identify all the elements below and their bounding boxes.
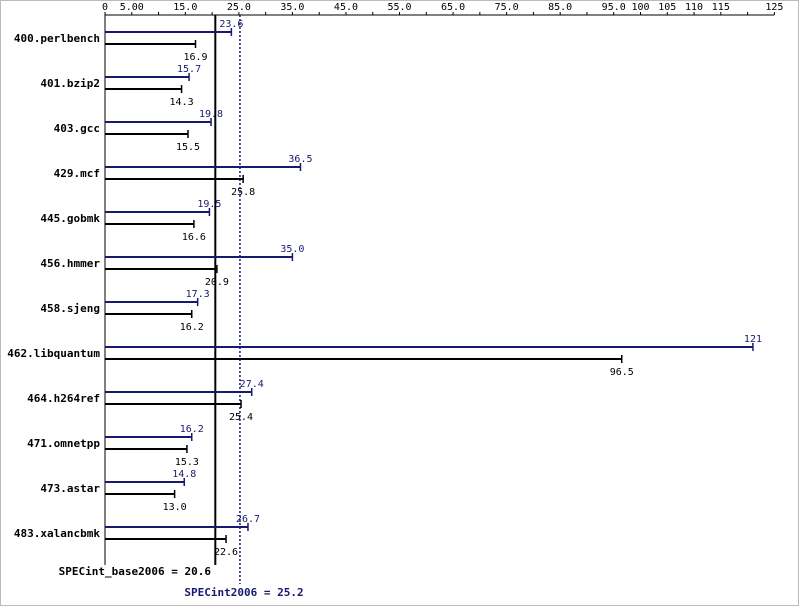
base-value-label: 16.2 bbox=[180, 322, 204, 333]
x-tick-label: 15.0 bbox=[173, 2, 197, 13]
benchmark-label: 483.xalancbmk bbox=[14, 527, 100, 540]
reference-lines bbox=[214, 15, 241, 584]
peak-value-label: 36.5 bbox=[288, 154, 312, 165]
x-tick-label: 105 bbox=[658, 2, 676, 13]
bars bbox=[105, 28, 754, 543]
peak-value-label: 14.8 bbox=[172, 469, 196, 480]
benchmark-label: 471.omnetpp bbox=[27, 437, 100, 450]
base-value-label: 25.8 bbox=[231, 187, 255, 198]
x-tick-label: 45.0 bbox=[334, 2, 358, 13]
x-tick-label: 85.0 bbox=[548, 2, 572, 13]
x-tick-label: 65.0 bbox=[441, 2, 465, 13]
benchmark-label: 401.bzip2 bbox=[40, 77, 100, 90]
peak-value-label: 15.7 bbox=[177, 64, 201, 75]
base-value-label: 13.0 bbox=[163, 502, 187, 513]
base-value-label: 15.5 bbox=[176, 142, 200, 153]
x-axis: 0 5.00 15.0 25.0 35.0 45.0 55.0 65.0 75.0 85.0 95.… bbox=[102, 2, 783, 565]
peak-summary-label: SPECint2006 = 25.2 bbox=[184, 586, 303, 599]
x-tick-label: 25.0 bbox=[227, 2, 251, 13]
x-tick-label: 125 bbox=[765, 2, 783, 13]
base-summary-label: SPECint_base2006 = 20.6 bbox=[59, 565, 212, 578]
x-tick-label: 75.0 bbox=[495, 2, 519, 13]
base-value-label: 15.3 bbox=[175, 457, 199, 468]
base-value-label: 22.6 bbox=[214, 547, 238, 558]
peak-value-label: 16.2 bbox=[180, 424, 204, 435]
x-tick-label: 55.0 bbox=[387, 2, 411, 13]
benchmark-label: 445.gobmk bbox=[40, 212, 100, 225]
benchmark-label: 464.h264ref bbox=[27, 392, 100, 405]
peak-value-label: 26.7 bbox=[236, 514, 260, 525]
x-tick-label: 110 bbox=[685, 2, 703, 13]
peak-value-label: 19.5 bbox=[197, 199, 221, 210]
x-tick-label: 100 bbox=[631, 2, 649, 13]
benchmark-label: 462.libquantum bbox=[7, 347, 100, 360]
benchmark-label: 403.gcc bbox=[54, 122, 100, 135]
labels: 400.perlbench 23.6 16.9 401.bzip2 15.7 14.3 40… bbox=[7, 19, 762, 558]
benchmark-label: 456.hmmer bbox=[40, 257, 100, 270]
peak-value-label: 23.6 bbox=[219, 19, 243, 30]
x-tick-label: 35.0 bbox=[280, 2, 304, 13]
base-value-label: 14.3 bbox=[170, 97, 194, 108]
base-value-label: 25.4 bbox=[229, 412, 253, 423]
base-value-label: 16.6 bbox=[182, 232, 206, 243]
peak-value-label: 121 bbox=[744, 334, 762, 345]
base-value-label: 16.9 bbox=[183, 52, 207, 63]
x-tick-label: 0 bbox=[102, 2, 108, 13]
base-value-label: 96.5 bbox=[610, 367, 634, 378]
peak-value-label: 17.3 bbox=[186, 289, 210, 300]
benchmark-label: 429.mcf bbox=[54, 167, 100, 180]
peak-value-label: 27.4 bbox=[240, 379, 264, 390]
x-tick-label: 5.00 bbox=[120, 2, 144, 13]
benchmark-label: 458.sjeng bbox=[40, 302, 100, 315]
x-tick-label: 95.0 bbox=[602, 2, 626, 13]
peak-value-label: 19.8 bbox=[199, 109, 223, 120]
base-value-label: 20.9 bbox=[205, 277, 229, 288]
peak-value-label: 35.0 bbox=[280, 244, 304, 255]
x-tick-label: 115 bbox=[712, 2, 730, 13]
benchmark-label: 400.perlbench bbox=[14, 32, 100, 45]
benchmark-label: 473.astar bbox=[40, 482, 100, 495]
